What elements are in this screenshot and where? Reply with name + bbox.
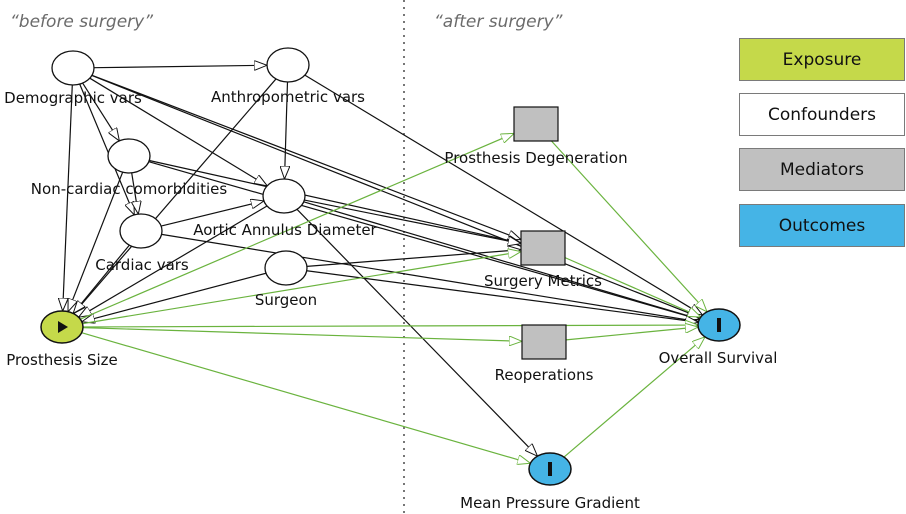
node-noncardiac-label: Non-cardiac comorbidities [31, 180, 228, 198]
node-surgeon-label: Surgeon [255, 291, 317, 309]
edge-demographic-to-annulus [89, 77, 267, 186]
node-degeneration-shape [513, 106, 559, 142]
node-annulus-shape [262, 178, 306, 214]
node-degeneration[interactable]: Prosthesis Degeneration [444, 106, 628, 167]
edge-prosthesis-size-to-overall-survival [82, 325, 698, 327]
node-degeneration-label: Prosthesis Degeneration [444, 149, 627, 167]
node-noncardiac[interactable]: Non-cardiac comorbidities [31, 138, 228, 198]
edge-surgeon-to-prosthesis-size [82, 272, 267, 322]
node-prosthesis-size-label: Prosthesis Size [6, 351, 118, 369]
legend-mediators: Mediators [739, 148, 905, 191]
edge-reoperations-to-overall-survival [565, 327, 698, 341]
node-cardiac[interactable]: Cardiac vars [95, 213, 189, 274]
edge-cardiac-to-overall-survival [161, 233, 699, 321]
node-demographic-shape [51, 50, 95, 86]
outcome-bar-icon [717, 318, 721, 332]
edge-surgeon-to-overall-survival [306, 270, 699, 323]
node-anthropometric-label: Anthropometric vars [211, 88, 365, 106]
legend-outcomes: Outcomes [739, 204, 905, 247]
edge-anthropometric-to-annulus [285, 81, 288, 179]
node-demographic-label: Demographic vars [4, 89, 142, 107]
node-noncardiac-shape [107, 138, 151, 174]
node-mean-pressure-gradient-label: Mean Pressure Gradient [460, 494, 640, 512]
node-surgery-metrics-shape [520, 230, 566, 266]
edge-annulus-to-overall-survival [303, 201, 700, 319]
node-cardiac-label: Cardiac vars [95, 256, 189, 274]
node-surgery-metrics-label: Surgery Metrics [484, 272, 602, 290]
node-prosthesis-size[interactable]: Prosthesis Size [6, 310, 118, 369]
edge-demographic-to-surgery-metrics [91, 74, 521, 241]
edge-surgery-metrics-to-overall-survival [564, 257, 701, 317]
nodes: Demographic vars Anthropometric vars Non… [4, 47, 778, 512]
edge-demographic-to-noncardiac [82, 82, 120, 141]
edge-degeneration-to-overall-survival [551, 140, 707, 312]
edge-prosthesis-size-to-surgery-metrics [82, 252, 521, 325]
node-overall-survival[interactable]: Overall Survival [659, 308, 778, 367]
phase-label-after: “after surgery” [434, 12, 563, 32]
legend-exposure: Exposure [739, 38, 905, 81]
edge-noncardiac-to-surgery-metrics [149, 159, 521, 244]
play-icon [58, 321, 68, 333]
node-surgeon-shape [264, 250, 308, 286]
edge-anthropometric-to-prosthesis-size [74, 78, 277, 314]
edge-noncardiac-to-cardiac [131, 172, 139, 214]
edge-demographic-to-anthropometric [93, 65, 267, 67]
edge-noncardiac-to-prosthesis-size [67, 171, 124, 311]
node-annulus-label: Aortic Annulus Diameter [193, 221, 377, 239]
node-reoperations-shape [521, 324, 567, 360]
edge-demographic-to-overall-survival [91, 74, 701, 319]
edge-prosthesis-size-to-mean-pressure-gradient [81, 332, 531, 464]
edge-annulus-to-mean-pressure-gradient [296, 208, 537, 456]
node-surgeon[interactable]: Surgeon [255, 250, 317, 309]
node-anthropometric[interactable]: Anthropometric vars [211, 47, 365, 106]
node-mean-pressure-gradient[interactable]: Mean Pressure Gradient [460, 452, 640, 512]
edge-prosthesis-size-to-degeneration [80, 132, 514, 320]
node-demographic[interactable]: Demographic vars [4, 50, 142, 107]
phase-label-before: “before surgery” [10, 12, 153, 32]
edge-demographic-to-cardiac [79, 83, 135, 215]
node-annulus[interactable]: Aortic Annulus Diameter [193, 178, 378, 239]
edge-demographic-to-prosthesis-size [63, 84, 73, 311]
node-reoperations[interactable]: Reoperations [495, 324, 594, 384]
edge-cardiac-to-prosthesis-size [73, 244, 130, 313]
edge-cardiac-to-annulus [160, 201, 264, 227]
legend-confounders: Confounders [739, 93, 905, 136]
node-anthropometric-shape [266, 47, 310, 83]
node-cardiac-shape [119, 213, 163, 249]
edge-surgeon-to-surgery-metrics [306, 250, 521, 267]
edges [63, 65, 707, 463]
edge-annulus-to-prosthesis-size [79, 205, 268, 317]
node-surgery-metrics[interactable]: Surgery Metrics [484, 230, 602, 290]
edge-mean-pressure-gradient-to-overall-survival [563, 337, 705, 458]
node-overall-survival-label: Overall Survival [659, 349, 778, 367]
node-reoperations-label: Reoperations [495, 366, 594, 384]
edge-prosthesis-size-to-reoperations [82, 327, 522, 342]
edge-noncardiac-to-overall-survival [148, 161, 700, 320]
edge-anthropometric-to-overall-survival [304, 74, 703, 315]
outcome-bar-icon [548, 462, 552, 476]
